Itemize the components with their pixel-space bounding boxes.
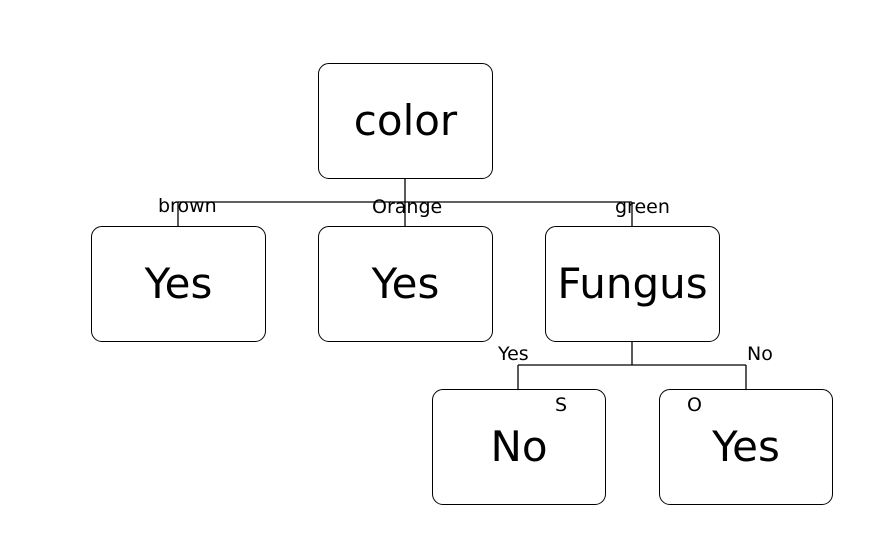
edge-label-fungus-no: No [747, 343, 773, 365]
node-fungus: Fungus [545, 226, 720, 342]
node-brown-yes-label: Yes [144, 259, 213, 308]
node-orange-yes: Yes [318, 226, 493, 342]
node-orange-yes-label: Yes [371, 259, 440, 308]
node-color-label: color [353, 96, 458, 145]
node-fungus-yes-no-label: No [490, 422, 548, 471]
mark-s: S [555, 394, 568, 416]
node-brown-yes: Yes [91, 226, 266, 342]
node-fungus-yes-no: No [432, 389, 606, 505]
node-color: color [318, 63, 493, 179]
edge-label-orange: Orange [372, 196, 443, 218]
edge-label-brown: brown [158, 195, 217, 217]
edge-label-green: green [615, 196, 670, 218]
edge-label-fungus-yes: Yes [498, 343, 529, 365]
node-fungus-no-yes: Yes [659, 389, 833, 505]
node-fungus-label: Fungus [557, 259, 708, 308]
node-fungus-no-yes-label: Yes [712, 422, 780, 471]
mark-o: O [687, 394, 702, 416]
